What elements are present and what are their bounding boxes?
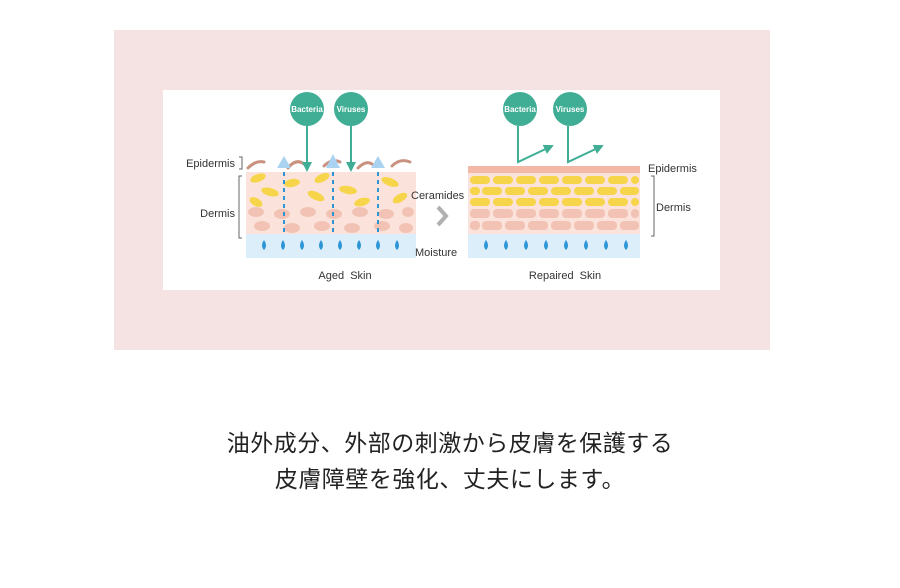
repaired-bacteria-label: Bacteria — [504, 105, 536, 114]
repaired-cells — [470, 209, 639, 230]
transition-chevron-icon — [436, 205, 449, 227]
repaired-viruses-icon — [553, 92, 587, 126]
repaired-skin-diagram: Bacteria Viruses Epidermis Dermis Repair… — [468, 92, 697, 282]
repaired-epidermis-label: Epidermis — [648, 163, 697, 175]
aged-viruses-label: Viruses — [337, 105, 366, 114]
ceramides-label: Ceramides — [411, 190, 465, 202]
aged-skin-caption: Aged Skin — [318, 270, 371, 282]
repaired-moisture-layer — [468, 234, 640, 258]
aged-cells — [248, 207, 414, 233]
aged-ceramide-blobs — [249, 173, 408, 207]
aged-bacteria-icon — [290, 92, 324, 126]
aged-leak-lines — [283, 172, 379, 232]
aged-viruses-icon — [334, 92, 368, 126]
aged-dermis-label: Dermis — [200, 208, 235, 220]
moisture-escape-arrows — [277, 154, 385, 168]
repaired-bacteria-icon — [503, 92, 537, 126]
aged-moisture-drops — [262, 240, 399, 250]
aged-bacteria-label: Bacteria — [291, 105, 323, 114]
aged-epidermis-label: Epidermis — [186, 158, 235, 170]
aged-skin-diagram: Bacteria Viruses Epidermis Dermis Aged S… — [186, 92, 416, 282]
aged-moisture-layer — [246, 234, 416, 258]
repaired-dermis-label: Dermis — [656, 202, 691, 214]
repaired-viruses-label: Viruses — [556, 105, 585, 114]
moisture-label: Moisture — [415, 247, 457, 259]
repaired-moisture-drops — [484, 240, 628, 250]
caption-line-1: 油外成分、外部の刺激から皮膚を保護する — [226, 431, 674, 457]
skin-barrier-diagram: Bacteria Viruses Epidermis Dermis Aged S… — [186, 92, 697, 282]
caption-line-2: 皮膚障壁を強化、丈夫にします。 — [274, 467, 626, 493]
repaired-epidermis-layer — [468, 166, 640, 173]
repaired-skin-caption: Repaired Skin — [529, 270, 601, 282]
repaired-ceramide-bricks — [470, 176, 639, 206]
